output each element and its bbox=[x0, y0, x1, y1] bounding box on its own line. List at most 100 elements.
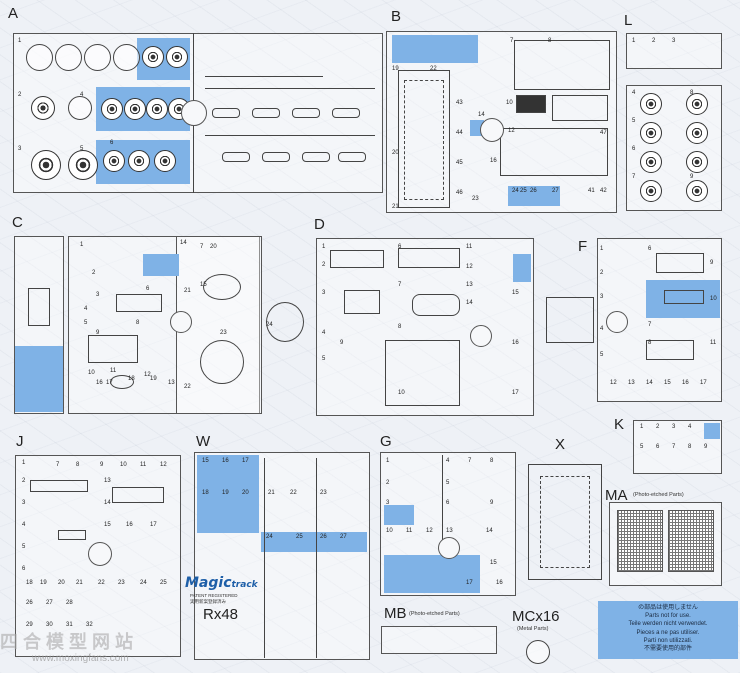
sprue-c-round-part bbox=[110, 375, 134, 389]
road-wheel-hub bbox=[166, 46, 188, 68]
part-number-c: 8 bbox=[136, 320, 140, 326]
part-number-l: 1 bbox=[632, 38, 636, 44]
sprue-w-divider bbox=[264, 458, 265, 658]
part-number-d: 8 bbox=[398, 324, 402, 330]
part-number-l: 9 bbox=[690, 174, 694, 180]
part-number-g: 5 bbox=[446, 480, 450, 486]
part-number-f: 17 bbox=[700, 380, 707, 386]
sprue-label-d: D bbox=[314, 216, 325, 233]
part-number-k: 7 bbox=[672, 444, 676, 450]
part-number-b: 41 bbox=[588, 188, 595, 194]
part-number-j: 21 bbox=[76, 580, 83, 586]
part-number-f: 1 bbox=[600, 246, 604, 252]
part-number-b: 43 bbox=[456, 100, 463, 106]
part-number-w: 25 bbox=[296, 534, 303, 540]
sprue-w-unused-block-2 bbox=[261, 532, 367, 552]
sprue-b-hull-floor-detail bbox=[404, 80, 444, 200]
part-number-b: 10 bbox=[506, 100, 513, 106]
part-number-d: 13 bbox=[466, 282, 473, 288]
part-number-c: 15 bbox=[200, 282, 207, 288]
part-number-j: 13 bbox=[104, 478, 111, 484]
part-number-j: 31 bbox=[66, 622, 73, 628]
road-wheel-rim bbox=[26, 44, 53, 71]
part-number-l: 8 bbox=[690, 90, 694, 96]
part-number-w: 27 bbox=[340, 534, 347, 540]
mc-note: (Metal Parts) bbox=[517, 626, 549, 632]
part-number-j: 17 bbox=[150, 522, 157, 528]
part-number-a: 2 bbox=[18, 92, 22, 98]
sprue-d-panel bbox=[330, 250, 384, 268]
part-number-c: 21 bbox=[184, 288, 191, 294]
part-number-f: 8 bbox=[648, 340, 652, 346]
road-wheel-rim bbox=[55, 44, 82, 71]
notice-line-fr: Pieces a ne pas utiliser. bbox=[636, 629, 700, 636]
road-wheel-hub bbox=[686, 122, 708, 144]
sprue-label-c: C bbox=[12, 214, 23, 231]
part-number-k: 9 bbox=[704, 444, 708, 450]
sprue-label-w: W bbox=[196, 433, 211, 450]
sprue-label-x: X bbox=[555, 436, 566, 453]
road-wheel-hub bbox=[101, 98, 123, 120]
magic-track-patent-jp: 実用新案登録済み bbox=[190, 599, 226, 604]
part-number-k: 1 bbox=[640, 424, 644, 430]
ma-mesh-screen bbox=[617, 510, 663, 572]
sprue-j-small bbox=[58, 530, 86, 540]
sprue-c-gate bbox=[170, 311, 192, 333]
part-number-b: 26 bbox=[530, 188, 537, 194]
part-number-j: 7 bbox=[56, 462, 60, 468]
part-number-j: 22 bbox=[98, 580, 105, 586]
part-number-w: 15 bbox=[202, 458, 209, 464]
part-number-b: 46 bbox=[456, 190, 463, 196]
sprue-f-plate bbox=[656, 253, 704, 273]
drive-sprocket bbox=[31, 96, 55, 120]
part-number-c: 4 bbox=[84, 306, 88, 312]
x-photo-etch-detail bbox=[540, 476, 590, 568]
part-number-j: 27 bbox=[46, 600, 53, 606]
sprue-a-arm-part bbox=[332, 108, 360, 118]
ma-mesh-screen bbox=[668, 510, 714, 572]
sprue-w-divider bbox=[316, 458, 317, 658]
sprue-b-unused-block-3 bbox=[508, 186, 560, 206]
part-number-d: 6 bbox=[398, 244, 402, 250]
part-number-w: 16 bbox=[222, 458, 229, 464]
part-number-k: 2 bbox=[656, 424, 660, 430]
part-number-d: 16 bbox=[512, 340, 519, 346]
part-number-j: 20 bbox=[58, 580, 65, 586]
sprue-d-plate bbox=[344, 290, 380, 314]
notice-line-de: Teile werden nicht verwendet. bbox=[628, 621, 708, 628]
part-number-l: 2 bbox=[652, 38, 656, 44]
mb-label: MB bbox=[384, 605, 407, 622]
part-number-d: 15 bbox=[512, 290, 519, 296]
part-number-d: 17 bbox=[512, 390, 519, 396]
road-wheel-hub bbox=[103, 150, 125, 172]
sprue-d-panel bbox=[398, 248, 460, 268]
part-number-g: 9 bbox=[490, 500, 494, 506]
part-number-j: 15 bbox=[104, 522, 111, 528]
part-number-c: 9 bbox=[96, 330, 100, 336]
sprue-j-bar bbox=[30, 480, 88, 492]
sprue-d-unused-block bbox=[513, 254, 531, 282]
sprue-w-unused-block-1 bbox=[197, 455, 259, 533]
part-number-g: 13 bbox=[446, 528, 453, 534]
sprue-a-arm-part bbox=[252, 108, 280, 118]
part-number-c: 23 bbox=[220, 330, 227, 336]
part-number-b: 7 bbox=[510, 38, 514, 44]
sprue-label-ma: MA bbox=[605, 487, 628, 504]
part-number-j: 28 bbox=[66, 600, 73, 606]
magic-track-brand-2: track bbox=[231, 580, 258, 590]
part-number-c: 12 bbox=[144, 372, 151, 378]
sprue-c-turret-ring bbox=[200, 340, 244, 384]
rx-label: Rx48 bbox=[203, 606, 239, 623]
part-number-k: 5 bbox=[640, 444, 644, 450]
part-number-f: 4 bbox=[600, 326, 604, 332]
part-number-g: 6 bbox=[446, 500, 450, 506]
part-number-c: 10 bbox=[88, 370, 95, 376]
road-wheel-hub bbox=[640, 93, 662, 115]
part-number-j: 2 bbox=[22, 478, 26, 484]
part-number-b: 44 bbox=[456, 130, 463, 136]
part-number-k: 8 bbox=[688, 444, 692, 450]
part-number-f: 3 bbox=[600, 294, 604, 300]
part-number-f: 11 bbox=[710, 340, 717, 346]
part-number-k: 3 bbox=[672, 424, 676, 430]
